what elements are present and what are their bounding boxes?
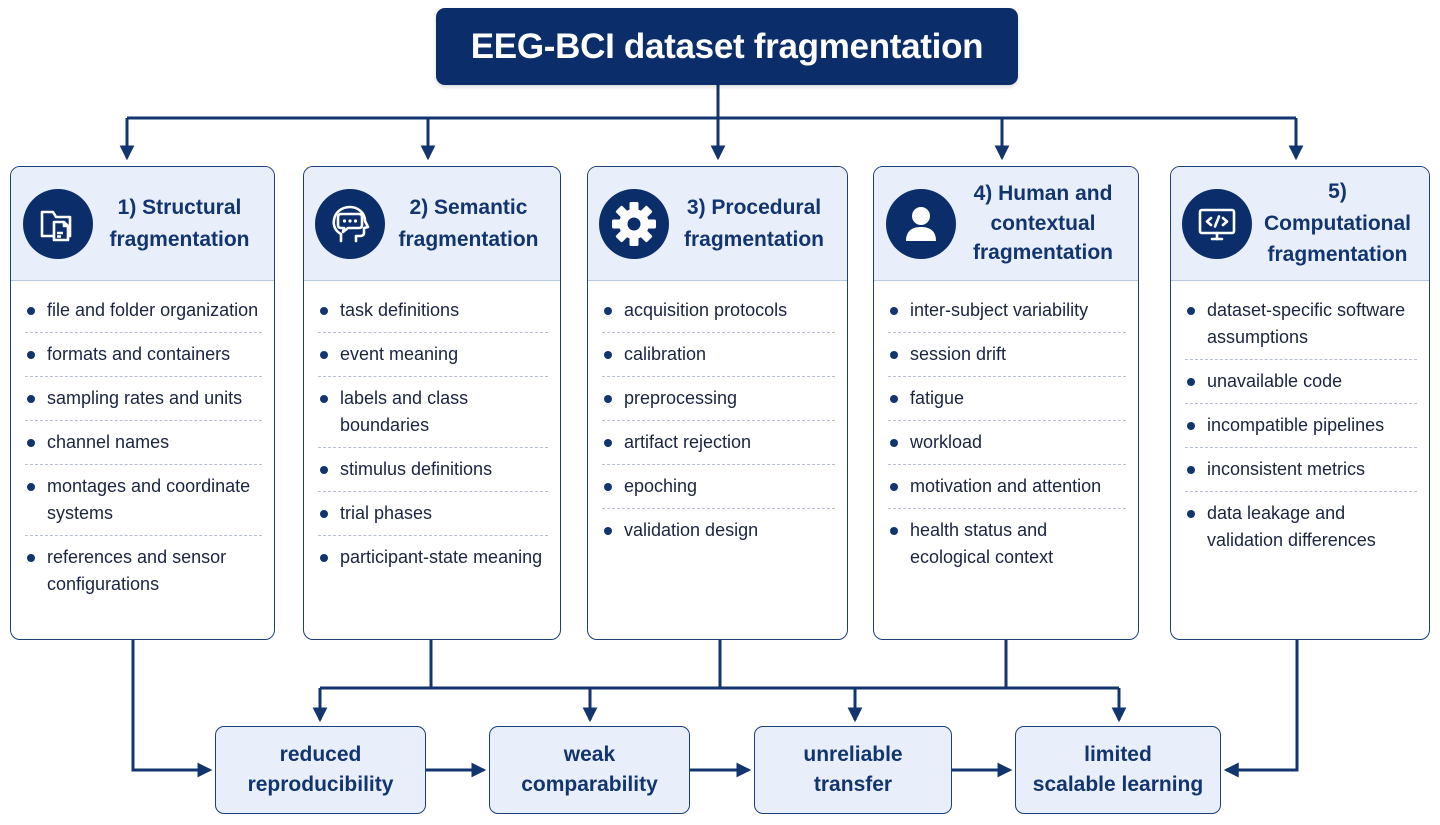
list-item: inconsistent metrics <box>1185 448 1417 492</box>
list-item: session drift <box>888 333 1126 377</box>
card-header: 5) Computational fragmentation <box>1171 167 1429 281</box>
list-item: workload <box>888 421 1126 465</box>
card-1-to-outcome-1-arrow <box>131 640 213 778</box>
card-semantic: 2) Semantic fragmentation task definitio… <box>303 166 561 640</box>
list-item: sampling rates and units <box>25 377 262 421</box>
person-icon <box>886 188 956 259</box>
item-list: inter-subject variability session drift … <box>874 281 1138 579</box>
folder-icon <box>23 188 93 259</box>
code-monitor-icon <box>1182 188 1252 259</box>
item-list: task definitions event meaning labels an… <box>304 281 560 579</box>
list-item: stimulus definitions <box>318 448 548 492</box>
list-item: file and folder organization <box>25 289 262 333</box>
card-title: 5) Computational fragmentation <box>1264 180 1411 267</box>
list-item: fatigue <box>888 377 1126 421</box>
list-item: formats and containers <box>25 333 262 377</box>
list-item: inter-subject variability <box>888 289 1126 333</box>
card-header: 4) Human and contextual fragmentation <box>874 167 1138 281</box>
list-item: labels and class boundaries <box>318 377 548 448</box>
list-item: validation design <box>602 509 835 552</box>
card-title: 1) Structural fragmentation <box>109 196 250 251</box>
list-item: montages and coordinate systems <box>25 465 262 536</box>
list-item: calibration <box>602 333 835 377</box>
card-header: 1) Structural fragmentation <box>11 167 274 281</box>
list-item: channel names <box>25 421 262 465</box>
card-title: 2) Semantic fragmentation <box>398 196 539 251</box>
list-item: references and sensor configurations <box>25 536 262 606</box>
list-item: data leakage and validation differences <box>1185 492 1417 562</box>
card-structural: 1) Structural fragmentation file and fol… <box>10 166 275 640</box>
card-computational: 5) Computational fragmentation dataset-s… <box>1170 166 1430 640</box>
list-item: incompatible pipelines <box>1185 404 1417 448</box>
list-item: trial phases <box>318 492 548 536</box>
list-item: preprocessing <box>602 377 835 421</box>
list-item: motivation and attention <box>888 465 1126 509</box>
card-header: 2) Semantic fragmentation <box>304 167 560 281</box>
list-item: task definitions <box>318 289 548 333</box>
card-human-contextual: 4) Human and contextual fragmentation in… <box>873 166 1139 640</box>
card-title: 3) Procedural fragmentation <box>683 196 824 251</box>
item-list: file and folder organization formats and… <box>11 281 274 606</box>
item-list: dataset-specific software assumptions un… <box>1171 281 1429 562</box>
diagram-title-box: EEG-BCI dataset fragmentation <box>436 8 1018 85</box>
list-item: health status and ecological context <box>888 509 1126 579</box>
list-item: dataset-specific software assumptions <box>1185 289 1417 360</box>
card-title: 4) Human and contextual fragmentation <box>972 182 1113 265</box>
list-item: epoching <box>602 465 835 509</box>
list-item: acquisition protocols <box>602 289 835 333</box>
list-item: artifact rejection <box>602 421 835 465</box>
card-5-to-outcome-4-arrow <box>1223 640 1299 778</box>
list-item: participant-state meaning <box>318 536 548 579</box>
gear-icon <box>599 188 669 259</box>
item-list: acquisition protocols calibration prepro… <box>588 281 847 552</box>
diagram-title: EEG-BCI dataset fragmentation <box>470 26 984 66</box>
list-item: unavailable code <box>1185 360 1417 404</box>
speech-head-icon <box>315 188 385 259</box>
card-header: 3) Procedural fragmentation <box>588 167 847 281</box>
list-item: event meaning <box>318 333 548 377</box>
card-procedural: 3) Procedural fragmentation acquisition … <box>587 166 848 640</box>
